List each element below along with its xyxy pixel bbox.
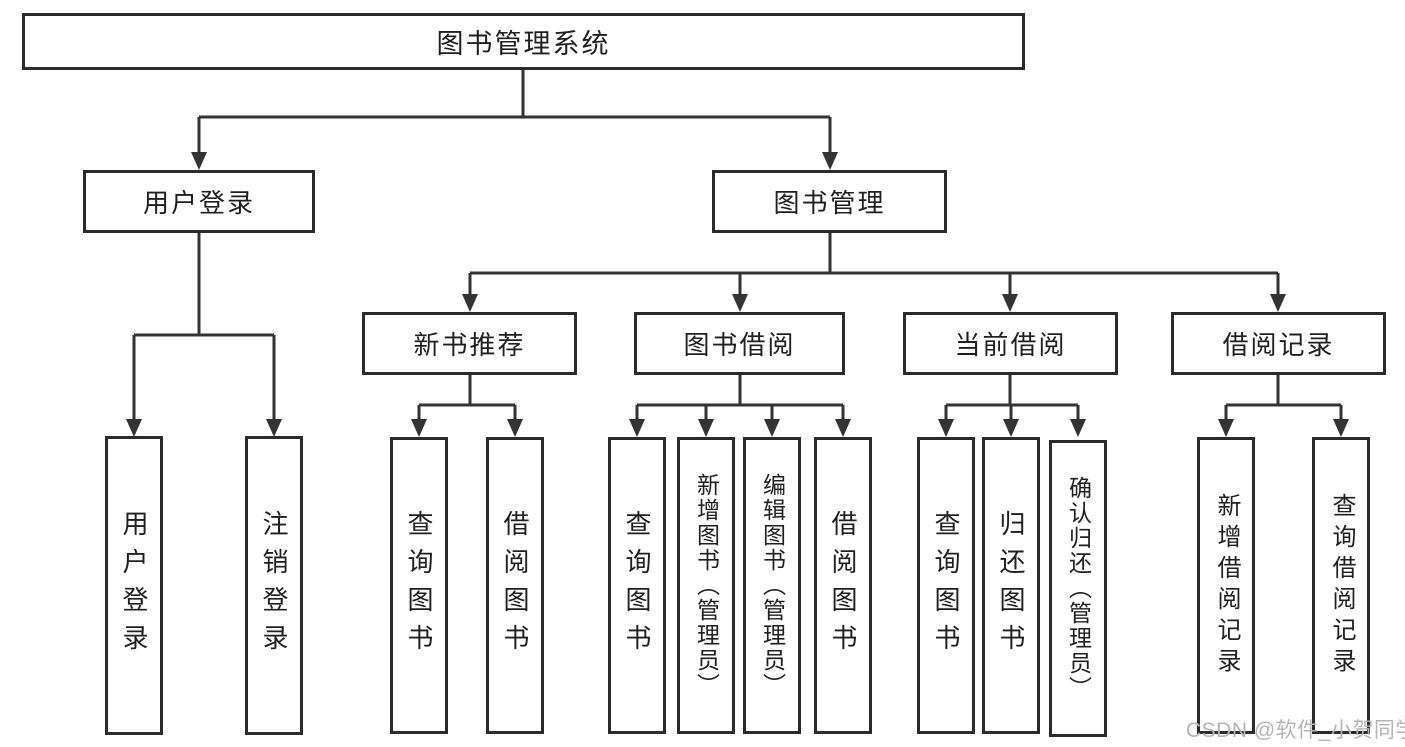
leaf-label: 新增图书（管理员） <box>693 473 720 698</box>
leaf-label: 查询图书 <box>931 509 961 662</box>
arrowheads <box>126 152 1349 437</box>
leaf-confirm-return-admin: 确认归还（管理员） <box>1049 440 1107 737</box>
leaf-add-borrow-record: 新增借阅记录 <box>1197 437 1255 734</box>
leaf-edit-book-admin: 编辑图书（管理员） <box>743 437 801 734</box>
node-label: 图书管理系统 <box>436 29 611 59</box>
leaf-label: 新增借阅记录 <box>1213 492 1240 679</box>
leaf-add-book-admin: 新增图书（管理员） <box>677 437 735 734</box>
leaf-label: 编辑图书（管理员） <box>759 473 786 698</box>
node-user-login: 用户登录 <box>83 170 315 233</box>
leaf-return-books: 归还图书 <box>982 437 1040 734</box>
node-label: 借阅记录 <box>1222 330 1335 360</box>
leaf-label: 借阅图书 <box>500 509 530 662</box>
node-label: 用户登录 <box>142 188 255 218</box>
leaf-label: 查询图书 <box>622 509 652 662</box>
node-book-borrowing: 图书借阅 <box>634 312 845 375</box>
node-label: 当前借阅 <box>954 330 1067 360</box>
node-current-borrowing: 当前借阅 <box>903 312 1118 375</box>
leaf-label: 查询借阅记录 <box>1328 492 1355 679</box>
leaf-borrow-books-2: 借阅图书 <box>814 437 872 734</box>
node-borrowing-records: 借阅记录 <box>1171 312 1386 375</box>
leaf-logout: 注销登录 <box>245 436 303 735</box>
node-book-management: 图书管理 <box>712 170 947 233</box>
node-root-library-management-system: 图书管理系统 <box>22 13 1025 70</box>
leaf-borrow-books-1: 借阅图书 <box>486 437 544 734</box>
leaf-query-borrow-record: 查询借阅记录 <box>1312 437 1370 734</box>
leaf-label: 查询图书 <box>404 509 434 662</box>
node-label: 新书推荐 <box>413 330 526 360</box>
node-label: 图书管理 <box>773 188 886 218</box>
leaf-query-books-2: 查询图书 <box>608 437 666 734</box>
node-new-book-recommendation: 新书推荐 <box>362 312 577 375</box>
leaf-label: 确认归还（管理员） <box>1065 476 1092 701</box>
leaf-label: 归还图书 <box>996 509 1026 662</box>
leaf-label: 用户登录 <box>119 509 149 662</box>
leaf-user-login: 用户登录 <box>105 436 163 735</box>
leaf-query-books-3: 查询图书 <box>917 437 975 734</box>
leaf-label: 借阅图书 <box>828 509 858 662</box>
csdn-watermark: CSDN @软件_小贺同学 <box>1186 719 1405 742</box>
leaf-label: 注销登录 <box>259 509 289 662</box>
node-label: 图书借阅 <box>683 330 796 360</box>
leaf-query-books-1: 查询图书 <box>390 437 448 734</box>
